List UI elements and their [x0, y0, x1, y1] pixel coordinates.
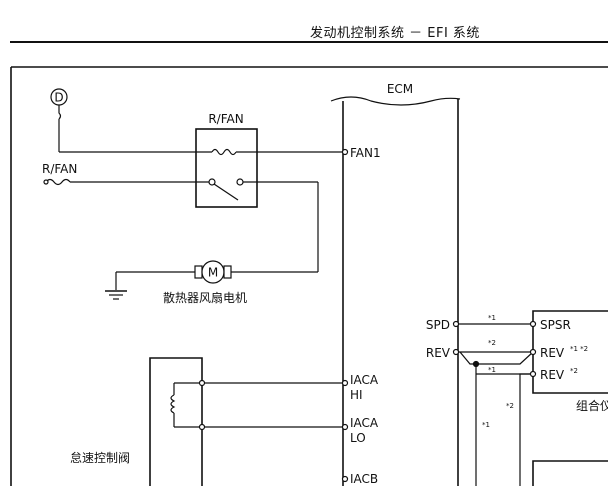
motor-label: 散热器风扇电机	[163, 290, 247, 305]
relay-r-fan: R/FAN	[195, 112, 345, 272]
pin-rev: REV	[426, 346, 451, 360]
connector-d-letter: D	[54, 91, 63, 105]
note-rev: *2	[488, 339, 496, 347]
motor-symbol: M	[208, 266, 218, 280]
fuse-r-fan: R/FAN	[42, 162, 209, 186]
relay-label: R/FAN	[208, 112, 243, 126]
pin-iaca-lo-2: LO	[350, 431, 366, 445]
note-drop-2: *2	[506, 402, 514, 410]
combination-meter: SPSR REV *1 *2 REV *2 组合仪	[529, 310, 608, 486]
pin-iaca-lo-1: IACA	[350, 416, 379, 430]
pin-iacb: IACB	[350, 472, 378, 486]
meter-pin-rev-b: REV	[540, 368, 565, 382]
meter-pin-rev-a-note: *1 *2	[570, 345, 588, 353]
note-spd: *1	[488, 314, 496, 322]
note-branch: *1	[488, 366, 496, 374]
pin-iaca-hi-2: HI	[350, 388, 363, 402]
header-rule	[10, 41, 608, 43]
connector-d-marker: D	[50, 88, 212, 153]
idle-valve-label: 怠速控制阀	[70, 451, 130, 465]
meter-pin-rev-b-note: *2	[570, 367, 578, 375]
pin-iaca-hi-1: IACA	[350, 373, 379, 387]
pin-spd: SPD	[426, 318, 450, 332]
meter-pin-rev-a: REV	[540, 346, 565, 360]
ecm-label: ECM	[387, 82, 413, 96]
radiator-fan-motor: M 散热器风扇电机	[105, 260, 318, 305]
ecm-block: ECM	[330, 82, 461, 486]
meter-signal-wires: *1 *2 *1 *1 *2	[458, 314, 534, 486]
page-header-title: 发动机控制系统 － EFI 系统	[310, 26, 480, 41]
pin-fan1: FAN1	[350, 146, 381, 160]
idle-control-valve: 怠速控制阀	[70, 357, 343, 486]
diagram-frame	[10, 66, 608, 486]
meter-pin-spsr: SPSR	[540, 318, 571, 332]
fuse-label: R/FAN	[42, 162, 77, 176]
ecm-pins: FAN1 SPD REV IACA HI IACA LO IACB	[341, 146, 460, 486]
note-drop-1: *1	[482, 421, 490, 429]
combo-meter-label: 组合仪	[576, 398, 608, 413]
